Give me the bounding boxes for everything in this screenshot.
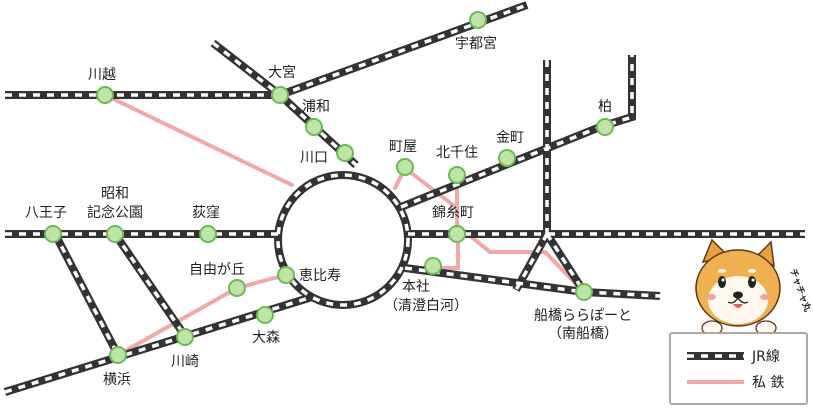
station-marker-yokohama[interactable] [109,346,127,364]
station-marker-kawasaki[interactable] [176,328,194,346]
label-omiya: 大宮 [268,65,296,81]
station-marker-kitasenju[interactable] [448,166,466,184]
label-machiya: 町屋 [389,139,417,155]
label-funabashi-2: （南船橋） [548,326,618,342]
station-marker-kanamachi[interactable] [498,149,516,167]
station-marker-honsha[interactable] [424,257,442,275]
label-omori: 大森 [252,330,280,346]
station-marker-kawagoe[interactable] [96,86,114,104]
station-markers [44,11,614,364]
label-kawasaki: 川崎 [171,354,199,370]
private-line-kawagoe [103,93,294,187]
station-marker-machiya[interactable] [396,158,414,176]
legend-jr-label: JR線 [751,349,780,365]
label-ebisu: 恵比寿 [299,267,341,284]
label-yokohama: 横浜 [103,372,131,388]
label-showakinen-2: 記念公園 [87,204,143,221]
label-kinshicho: 錦糸町 [432,204,474,221]
mascot-dog-image: チャチャ丸 [695,238,813,336]
label-utsunomiya: 宇都宮 [455,36,497,52]
label-ogikubo: 荻窪 [192,204,220,221]
station-marker-ebisu[interactable] [277,266,295,284]
station-marker-jiyugaoka[interactable] [228,279,246,297]
station-marker-ogikubo[interactable] [199,225,217,243]
label-hachioji: 八王子 [25,205,67,221]
label-honsha-1: 本社 [402,279,430,295]
station-marker-hachioji[interactable] [44,225,62,243]
jr-line-joban [399,55,636,211]
station-marker-utsunomiya[interactable] [469,11,487,29]
station-marker-omori[interactable] [256,306,274,324]
station-marker-omiya[interactable] [271,86,289,104]
label-kanamachi: 金町 [496,130,524,146]
station-labels: 宇都宮 川越 大宮 浦和 川口 町屋 北千住 金町 柏 八王子 昭和 記念公園 … [25,36,632,388]
legend-private-label: 私 鉄 [752,375,784,391]
private-line-kitasenju-funabashi [455,174,586,294]
jr-line-keiyo [404,264,661,300]
label-kitasenju: 北千住 [436,145,478,161]
legend-box [669,332,808,405]
label-kashiwa: 柏 [598,99,612,115]
mascot-label: チャチャ丸 [787,267,813,314]
station-marker-kinshicho[interactable] [448,225,466,243]
station-marker-kashiwa[interactable] [596,118,614,136]
station-marker-kawaguchi[interactable] [336,144,354,162]
label-funabashi-1: 船橋ららぽーと [534,308,632,324]
label-kawagoe: 川越 [88,67,116,83]
label-showakinen-1: 昭和 [101,186,129,202]
station-marker-funabashi[interactable] [575,283,593,301]
label-urawa: 浦和 [302,99,330,115]
label-jiyugaoka: 自由が丘 [189,262,245,278]
legend: JR線 私 鉄 [669,332,808,405]
jr-lines [3,1,805,396]
label-honsha-2: （清澄白河） [384,298,468,314]
label-kawaguchi: 川口 [300,150,328,166]
station-marker-urawa[interactable] [305,118,323,136]
station-marker-showakinen[interactable] [106,225,124,243]
